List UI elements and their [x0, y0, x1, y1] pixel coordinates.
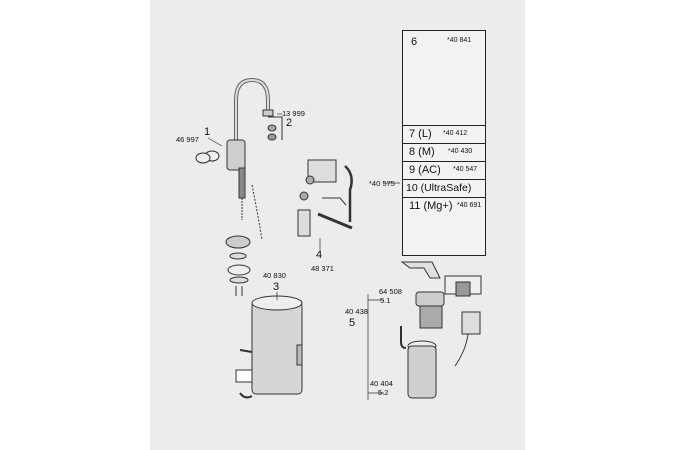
part-4-code: 48 371	[311, 264, 334, 273]
faucet-drawing	[195, 77, 274, 296]
variant-label: 11 (Mg+)	[409, 200, 453, 212]
variant-row: 10 (UltraSafe)	[403, 179, 485, 197]
side-code: *40 575	[369, 179, 395, 188]
aerator-drawing	[267, 116, 283, 141]
part-5-code: 40 438	[345, 307, 368, 316]
variant-code: *40 430	[448, 148, 473, 155]
part-3-number: 3	[273, 281, 280, 293]
variant-label: 7 (L)	[409, 128, 432, 140]
part-5-2-number: 5.2	[378, 388, 389, 397]
part-4-number: 4	[316, 249, 323, 261]
variant-label: 8 (M)	[409, 146, 435, 158]
boiler-drawing	[235, 295, 303, 399]
variant-label: 10 (UltraSafe)	[406, 182, 472, 194]
variant-code: *40 547	[453, 166, 478, 173]
variant-row: 11 (Mg+) *40 691	[403, 197, 485, 257]
part-3-code: 40 830	[263, 271, 286, 280]
part-6-code: *40 841	[447, 37, 472, 44]
variant-row: 7 (L) *40 412	[403, 125, 485, 143]
part-1-number: 1	[204, 126, 211, 138]
part-5-1-number: 5.1	[380, 296, 391, 305]
part-5-number: 5	[349, 317, 356, 329]
variant-row: 8 (M) *40 430	[403, 143, 485, 161]
variant-code: *40 412	[443, 130, 468, 137]
part-6-number: 6	[411, 36, 418, 48]
part-5-1-code: 64 508	[379, 287, 402, 296]
part-2-number: 2	[286, 117, 293, 129]
variants-panel: 6 *40 841 7 (L) *40 412 8 (M) *40 430 9 …	[402, 30, 486, 256]
variant-code: *40 691	[457, 202, 482, 209]
part-5-2-code: 40 404	[370, 379, 393, 388]
variant-label: 9 (AC)	[409, 164, 441, 176]
variant-row: 9 (AC) *40 547	[403, 161, 485, 179]
filter-system-drawing	[400, 261, 482, 399]
part-2-code: 13 999	[282, 109, 305, 118]
valve-assembly-drawing	[297, 159, 353, 237]
part-1-code: 46 997	[176, 135, 199, 144]
leader-lines	[207, 113, 400, 400]
